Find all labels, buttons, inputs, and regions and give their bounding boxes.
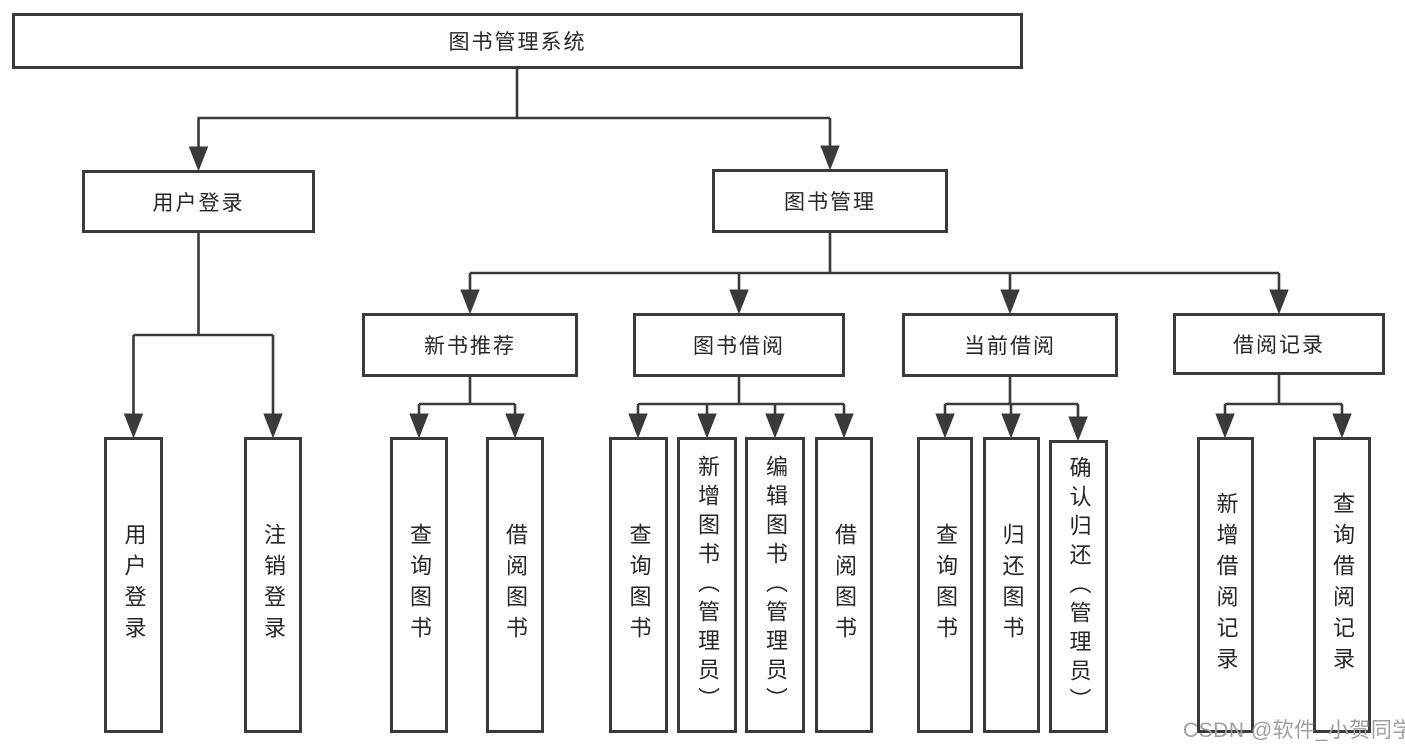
node-new-book-recommend: 新书推荐 bbox=[362, 313, 578, 377]
node-root-library-system: 图书管理系统 bbox=[12, 13, 1023, 69]
node-book-management-branch: 图书管理 bbox=[712, 169, 948, 233]
leaf-add-borrow-record: 新增借阅记录 bbox=[1197, 437, 1254, 733]
leaf-logout: 注销登录 bbox=[244, 437, 302, 733]
connector-new-book-to-leaves bbox=[409, 377, 525, 439]
node-borrow-record: 借阅记录 bbox=[1173, 313, 1385, 375]
leaf-current-query-books: 查询图书 bbox=[917, 437, 973, 733]
leaf-recommend-borrow-books: 借阅图书 bbox=[486, 437, 544, 733]
connector-current-borrow-to-leaves bbox=[935, 377, 1088, 442]
connector-book-management-to-level3 bbox=[460, 233, 1289, 315]
leaf-confirm-return-admin: 确认归还（管理员） bbox=[1049, 440, 1108, 733]
leaf-borrow-books: 借阅图书 bbox=[815, 437, 873, 733]
leaf-query-borrow-record: 查询借阅记录 bbox=[1313, 437, 1371, 733]
leaf-user-login: 用户登录 bbox=[104, 437, 163, 733]
node-current-borrow: 当前借阅 bbox=[902, 313, 1118, 377]
connector-book-borrow-to-leaves bbox=[628, 377, 854, 439]
leaf-recommend-query-books: 查询图书 bbox=[390, 437, 448, 733]
connector-borrow-record-to-leaves bbox=[1215, 375, 1352, 439]
leaf-edit-books-admin: 编辑图书（管理员） bbox=[745, 437, 805, 733]
leaf-add-books-admin: 新增图书（管理员） bbox=[677, 437, 737, 733]
leaf-return-books: 归还图书 bbox=[983, 437, 1040, 733]
leaf-borrow-query-books: 查询图书 bbox=[609, 437, 668, 733]
node-user-login-branch: 用户登录 bbox=[82, 170, 315, 233]
connector-user-login-to-leaves bbox=[123, 233, 283, 439]
node-book-borrow: 图书借阅 bbox=[633, 313, 845, 377]
connector-root-to-level2 bbox=[188, 69, 840, 172]
watermark: CSDN @软件_小贺同学 bbox=[1183, 719, 1405, 742]
